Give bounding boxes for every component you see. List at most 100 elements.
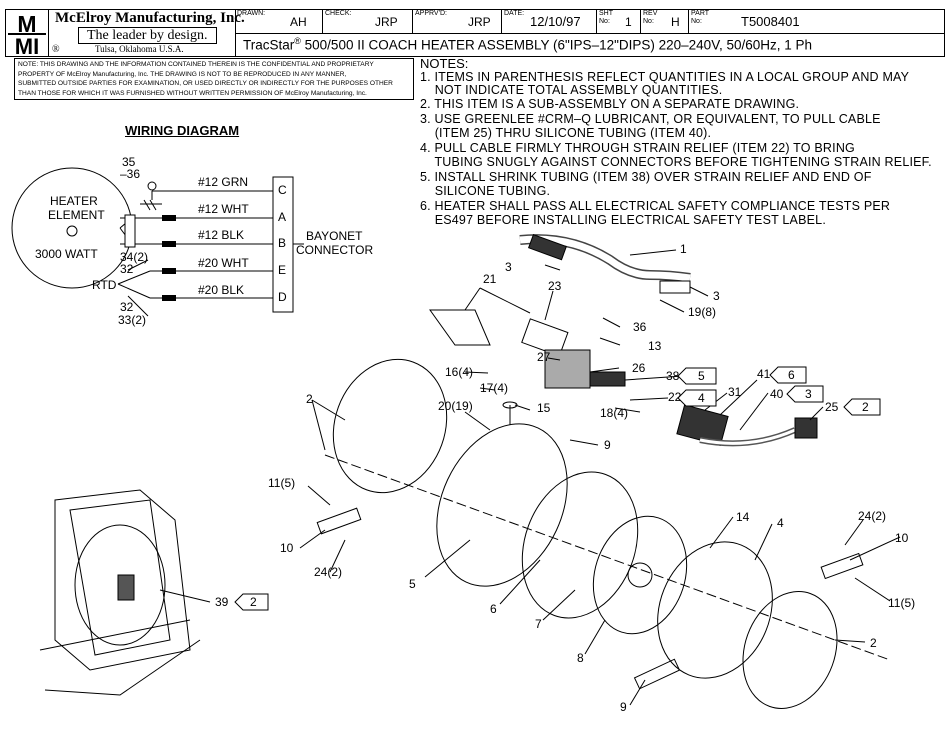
company-name: McElroy Manufacturing, Inc. [55, 10, 245, 26]
note-line: 2. THIS ITEM IS A SUB-ASSEMBLY ON A SEPA… [420, 97, 800, 111]
heater-label: ELEMENT [48, 208, 105, 222]
heater-disc-8 [592, 515, 688, 635]
callout-6: 6 [490, 602, 497, 616]
note-line: 1. ITEMS IN PARENTHESIS REFLECT QUANTITI… [420, 70, 910, 84]
callout-10: 10 [895, 531, 909, 545]
callout-1: 1 [680, 242, 687, 256]
note-line: (ITEM 25) THRU SILICONE TUBING (ITEM 40)… [420, 126, 712, 140]
callout-18: 18(4) [600, 406, 629, 420]
part-number: T5008401 [741, 14, 800, 29]
flag-tag-22 [677, 389, 717, 407]
company-logo: M MI [6, 10, 48, 59]
svg-text:MI: MI [15, 34, 39, 56]
callout-2: 2 [306, 392, 313, 406]
mcelroy-logo-icon: M MI [6, 10, 48, 59]
wire-label: #20 BLK [198, 283, 245, 297]
terminal-marker [162, 295, 176, 301]
heater-plate-4 [657, 541, 773, 679]
check-value: JRP [375, 15, 398, 29]
callout-36: 36 [633, 320, 647, 334]
apprvd-value: JRP [468, 15, 491, 29]
connector-label: CONNECTOR [296, 243, 374, 257]
date-label: DATE: [504, 10, 525, 17]
svg-text:M: M [17, 11, 36, 37]
flag-tag-41 [769, 366, 807, 384]
callout-8: 8 [577, 651, 584, 665]
rev-label: REV No: [643, 10, 658, 25]
terminal-marker [162, 215, 176, 221]
sheet-value: 1 [625, 15, 632, 29]
callout-39: 39 [215, 595, 229, 609]
reflector-plate-right [742, 591, 838, 709]
wire-label: #12 GRN [198, 175, 249, 189]
drawn-value: AH [290, 15, 307, 29]
callout-24: 24(2) [858, 509, 887, 523]
pin-label: A [278, 210, 287, 224]
callout-24: 24(2) [314, 565, 343, 579]
heater-element-outline [11, 167, 133, 289]
rtd-label: RTD [92, 278, 117, 292]
heater-label: HEATER [50, 194, 98, 208]
note-line: NOT INDICATE TOTAL ASSEMBLY QUANTITIES. [420, 83, 723, 97]
callout-11: 11(5) [888, 596, 916, 610]
heater-plate-7 [521, 471, 639, 619]
callout-13: 13 [648, 339, 662, 353]
callout-3: 3 [713, 289, 720, 303]
drawing-title: TracStar® 500/500 II COACH HEATER ASSEMB… [243, 36, 813, 53]
flag-3: 3 [805, 387, 812, 401]
flag-5: 5 [698, 369, 705, 383]
callout-4: 4 [777, 516, 784, 530]
connector-label: BAYONET [306, 229, 363, 243]
callout-31: 31 [728, 385, 742, 399]
flag-4: 4 [698, 391, 705, 405]
flag-tag-39 [234, 593, 269, 611]
flag-tag-38 [677, 367, 717, 385]
callout-14: 14 [736, 510, 750, 524]
pin-label: B [278, 236, 287, 250]
ref-32: 32 [120, 262, 134, 276]
callout-38: 38 [666, 369, 680, 383]
ground-lug [147, 181, 157, 191]
terminal-marker [162, 268, 176, 274]
callout-20: 20(19) [438, 399, 473, 413]
company-location: Tulsa, Oklahoma U.S.A. [95, 44, 184, 54]
callout-19: 19(8) [688, 305, 717, 319]
drawn-label: DRAWN: [237, 10, 266, 17]
note-line: 5. INSTALL SHRINK TUBING (ITEM 38) OVER … [420, 170, 872, 184]
callout-3: 3 [505, 260, 512, 274]
note-line: TUBING SNUGLY AGAINST CONNECTORS BEFORE … [420, 155, 932, 169]
flag-2: 2 [250, 595, 257, 609]
callout-11: 11(5) [268, 476, 296, 490]
pin-label: C [278, 183, 287, 197]
note-line: 3. USE GREENLEE #CRM–Q LUBRICANT, OR EQU… [420, 112, 881, 126]
callout-23: 23 [548, 279, 562, 293]
apprvd-label: APPRV'D: [415, 10, 447, 17]
wire-label: #12 WHT [198, 202, 249, 216]
callout-22: 22 [668, 390, 682, 404]
flag-tag-40 [786, 385, 824, 403]
date-value: 12/10/97 [530, 14, 581, 29]
heater-wattage: 3000 WATT [35, 247, 98, 261]
ref-32: 32 [120, 300, 134, 314]
flag-6: 6 [788, 368, 795, 382]
callout-7: 7 [535, 617, 542, 631]
reflector-plate-left [332, 358, 448, 494]
sheet-label: SHT No: [599, 10, 613, 25]
ref-34: 34(2) [120, 250, 149, 264]
flag-tag-25 [843, 398, 881, 416]
center-line [324, 454, 891, 661]
pin-label: D [278, 290, 287, 304]
bayonet-plug [794, 417, 818, 439]
callout-17: 17(4) [480, 381, 509, 395]
callout-41: 41 [757, 367, 771, 381]
notes-heading: NOTES: [420, 56, 469, 71]
callout-9: 9 [604, 438, 611, 452]
callout-25: 25 [825, 400, 839, 414]
registered-mark: ® [52, 44, 60, 55]
callout-2: 2 [870, 636, 877, 650]
callout-27: 27 [537, 350, 551, 364]
callout-10: 10 [280, 541, 294, 555]
callout-26: 26 [632, 361, 646, 375]
note-line: SILICONE TUBING. [420, 184, 551, 198]
note-line: 6. HEATER SHALL PASS ALL ELECTRICAL SAFE… [420, 199, 891, 213]
